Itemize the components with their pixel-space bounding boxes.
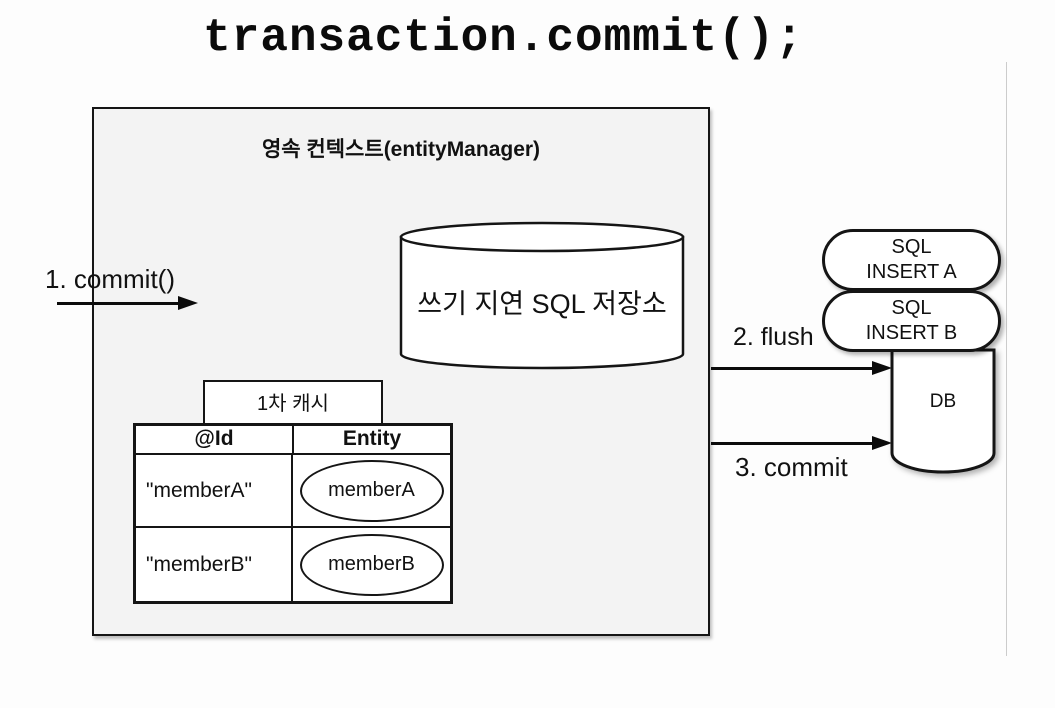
commit-in-arrowhead-icon [178,296,198,310]
flush-arrowhead-icon [872,361,892,375]
cylinder-shape [399,221,685,370]
persistence-context-label: 영속 컨텍스트(entityManager) [261,138,541,161]
commit-out-arrow-line [711,442,874,445]
column-header-entity: Entity [342,427,402,450]
table-row: "memberA" memberA [136,455,450,528]
flush-label: 2. flush [733,323,814,351]
sql-insert-a-pill: SQL INSERT A [822,229,1001,291]
flush-arrow-line [711,367,874,370]
id-cell: "memberB" [136,528,293,601]
db-cylinder [889,348,997,480]
sql-insert-a-line1: SQL [891,236,932,258]
commit-in-label: 1. commit() [45,264,175,294]
sql-store-cylinder [398,220,686,372]
entity-ellipse: memberB [299,533,444,596]
commit-in-arrow-line [57,302,181,305]
commit-out-label: 3. commit [735,452,848,482]
commit-out-arrowhead-icon [872,436,892,450]
sql-insert-b-line1: SQL [891,297,932,319]
id-cell: "memberA" [136,455,293,526]
db-label: DB [929,391,957,412]
entity-cell: memberB [293,528,450,601]
entity-cell: memberA [293,455,450,526]
sql-insert-b-line2: INSERT B [865,322,958,344]
entity-ellipse: memberA [299,459,444,522]
first-level-cache-table: @Id Entity "memberA" memberA "memberB" m… [133,423,453,604]
table-row: "memberB" memberB [136,528,450,601]
sql-insert-a-line2: INSERT A [866,261,957,283]
page-divider-line [1006,62,1007,656]
column-header-id: @Id [136,426,294,453]
table-header-row: @Id Entity [136,426,450,455]
db-cylinder-shape [890,348,996,474]
first-level-cache-tab: 1차 캐시 [203,380,383,426]
code-title: transaction.commit(); [203,12,804,64]
sql-store-label: 쓰기 지연 SQL 저장소 [417,289,667,319]
sql-insert-b-pill: SQL INSERT B [822,290,1001,352]
